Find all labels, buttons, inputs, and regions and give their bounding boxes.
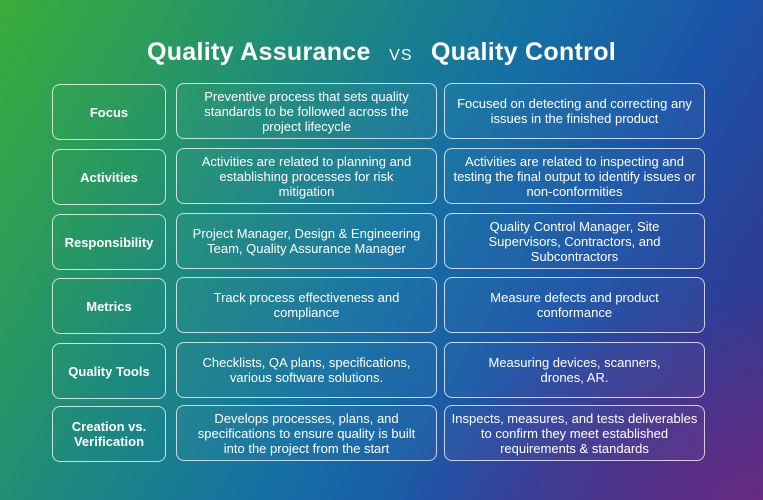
qa-cell-text: Track process effectiveness and complian… [213,290,400,320]
qa-cell-quality-tools: Checklists, QA plans, specifications, va… [176,342,437,398]
qc-cell-activities: Activities are related to inspecting and… [444,148,705,204]
title-vs: VS [389,47,413,64]
qc-cell-text: Quality Control Manager, Site Supervisor… [488,218,661,264]
row-label-focus: Focus [52,84,166,140]
title-quality-control: Quality Control [430,38,617,66]
row-label-text: Responsibility [64,234,154,250]
qa-cell-metrics: Track process effectiveness and complian… [176,277,437,333]
qa-cell-text: Develops processes, plans, and specifica… [197,410,416,456]
row-label-text: Creation vs. Verification [71,419,147,449]
qa-cell-text: Project Manager, Design & Engineering Te… [192,226,421,256]
row-label-quality-tools: Quality Tools [52,343,166,399]
qa-cell-text: Preventive process that sets quality sta… [204,88,409,134]
qa-cell-responsibility: Project Manager, Design & Engineering Te… [176,213,437,269]
qc-cell-metrics: Measure defects and product conformance [444,277,705,333]
qc-cell-text: Measure defects and product conformance [490,290,659,320]
qa-cell-text: Checklists, QA plans, specifications, va… [202,355,411,385]
qa-cell-text: Activities are related to planning and e… [201,153,412,199]
qc-cell-text: Inspects, measures, and tests deliverabl… [451,410,698,456]
row-label-activities: Activities [52,149,166,205]
row-label-text: Activities [80,169,138,185]
row-label-responsibility: Responsibility [52,214,166,270]
title-quality-assurance: Quality Assurance [146,38,371,66]
qa-cell-creation-vs-verification: Develops processes, plans, and specifica… [176,405,437,461]
qc-cell-quality-tools: Measuring devices, scanners, drones, AR. [444,342,705,398]
qc-cell-focus: Focused on detecting and correcting any … [444,83,705,139]
row-label-text: Metrics [86,298,132,314]
qc-cell-text: Measuring devices, scanners, drones, AR. [488,355,661,385]
row-label-text: Quality Tools [68,363,150,379]
qc-cell-responsibility: Quality Control Manager, Site Supervisor… [444,213,705,269]
qc-cell-text: Activities are related to inspecting and… [453,153,696,199]
row-label-text: Focus [89,104,129,120]
qc-cell-creation-vs-verification: Inspects, measures, and tests deliverabl… [444,405,705,461]
row-label-creation-vs-verification: Creation vs. Verification [52,406,166,462]
qa-cell-focus: Preventive process that sets quality sta… [176,83,437,139]
row-label-metrics: Metrics [52,278,166,334]
qc-cell-text: Focused on detecting and correcting any … [457,96,692,126]
qa-cell-activities: Activities are related to planning and e… [176,148,437,204]
page-title: Quality Assurance VS Quality Control [0,38,763,67]
